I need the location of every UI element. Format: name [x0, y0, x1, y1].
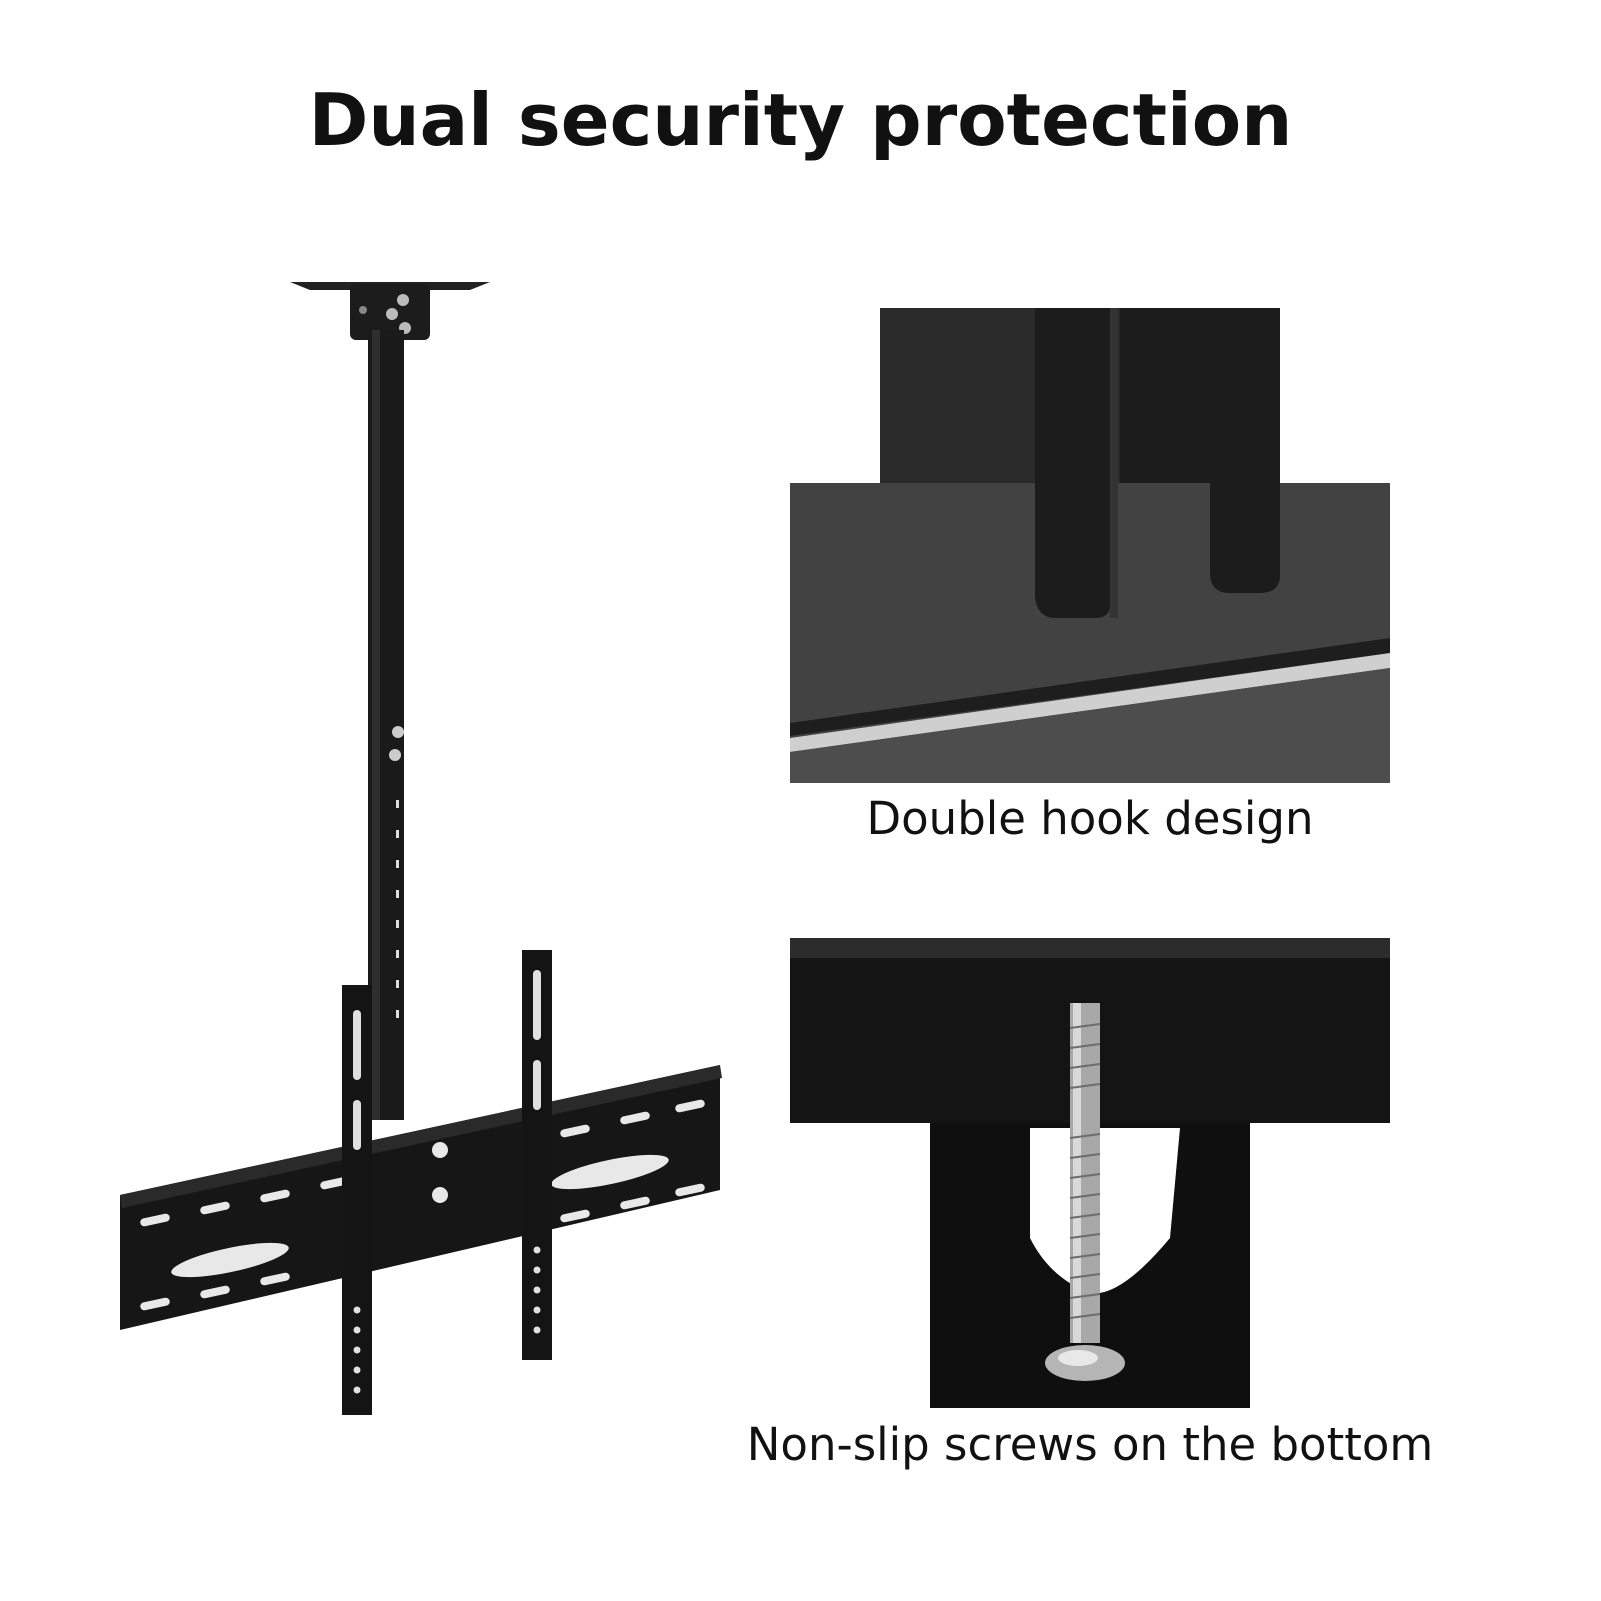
screw-closeup-image: [790, 938, 1390, 1408]
hook-design-caption: Double hook design: [866, 792, 1314, 845]
ceiling-mount-image: [120, 282, 722, 1415]
page-title: Dual security protection: [308, 78, 1293, 162]
non-slip-screws-caption: Non-slip screws on the bottom: [746, 1418, 1434, 1471]
hook-closeup-image: [790, 308, 1390, 788]
